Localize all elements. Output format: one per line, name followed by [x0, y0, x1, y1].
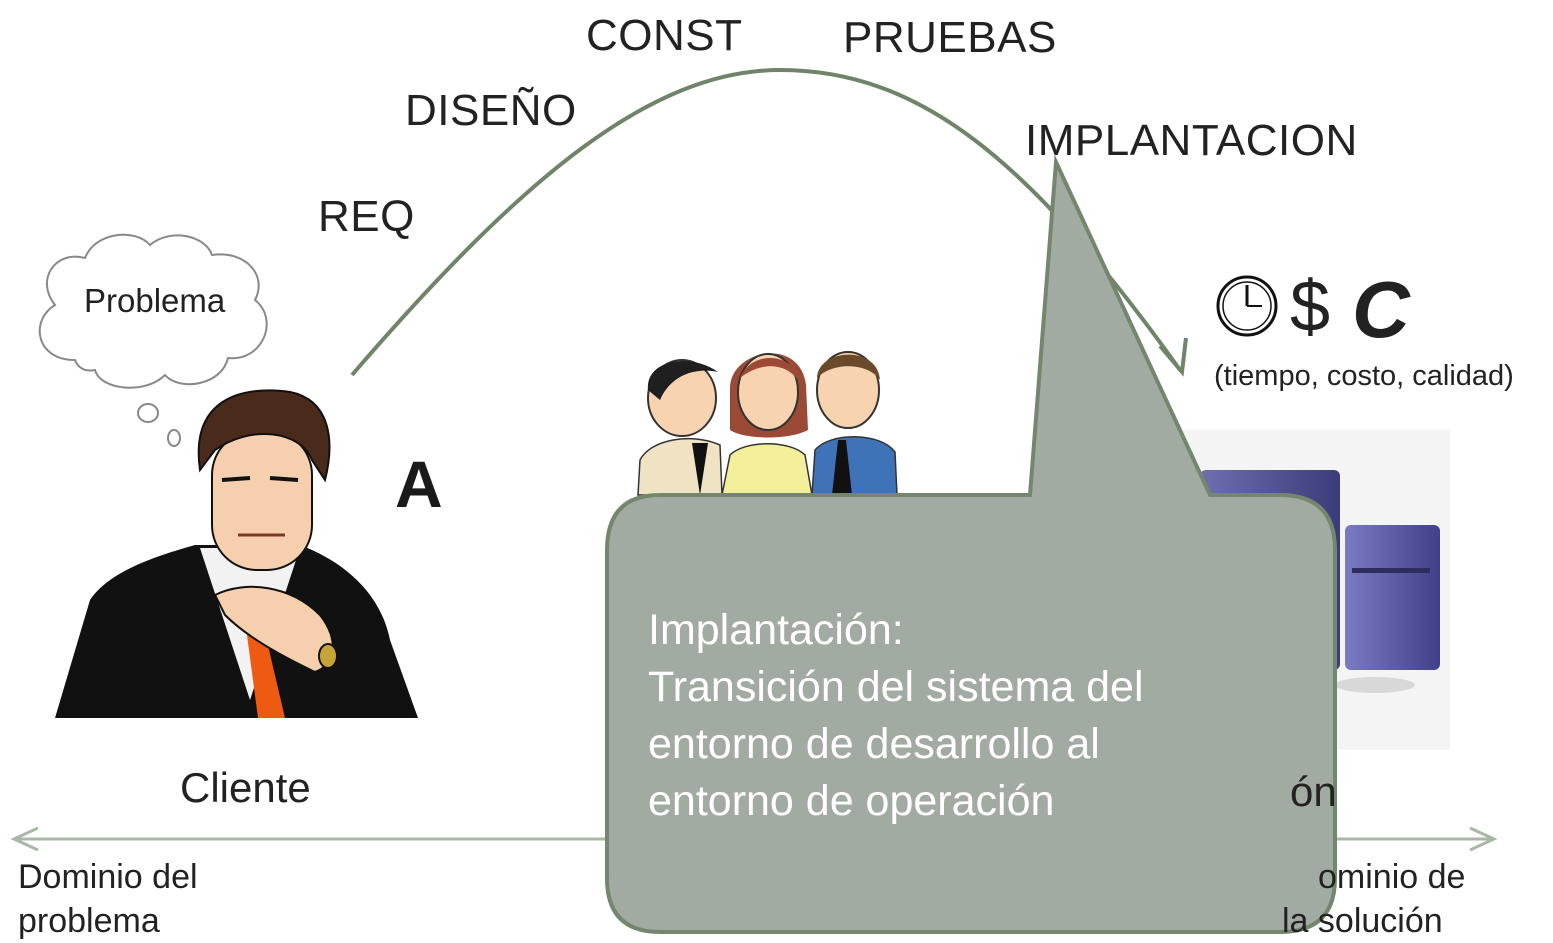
solution-label: ón — [1290, 768, 1337, 815]
callout-line-3: entorno de desarrollo al — [648, 720, 1100, 768]
phase-label-diseno: DISEÑO — [405, 86, 577, 135]
quality-symbol: C — [1352, 265, 1410, 354]
callout-title: Implantación: — [648, 606, 904, 654]
phase-curve — [350, 67, 1188, 377]
problem-domain-line2: problema — [18, 902, 160, 940]
problem-domain-label: Dominio del problema — [18, 855, 278, 943]
solution-domain-label: ominio de la solución — [1282, 855, 1553, 943]
phase-label-implantacion: IMPLANTACION — [1025, 116, 1358, 165]
problem-domain-line1: Dominio del — [18, 858, 198, 896]
client-letter: A — [395, 447, 443, 521]
callout-line-2: Transición del sistema del — [648, 663, 1144, 711]
phase-label-pruebas: PRUEBAS — [843, 13, 1057, 62]
cost-symbol: $ — [1290, 267, 1331, 347]
clock-icon — [1216, 275, 1278, 337]
solution-domain-line1: ominio de — [1318, 858, 1466, 896]
thought-cloud — [38, 233, 268, 447]
phase-label-req: REQ — [318, 192, 415, 241]
client-label: Cliente — [180, 764, 311, 811]
callout-text: Implantación: Transición del sistema del… — [648, 602, 1288, 830]
thought-text: Problema — [84, 282, 226, 319]
solution-domain-line2: la solución — [1282, 902, 1443, 940]
callout-bubble — [605, 154, 1337, 934]
team-illustration — [637, 351, 898, 496]
phase-label-const: CONST — [586, 11, 743, 60]
thinking-man-illustration — [55, 389, 418, 718]
callout-line-4: entorno de operación — [648, 777, 1055, 825]
criteria-caption: (tiempo, costo, calidad) — [1214, 360, 1514, 392]
